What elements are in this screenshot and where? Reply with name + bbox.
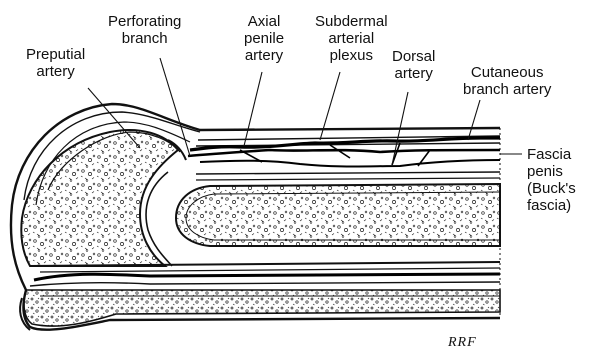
label-axial-penile-artery: Axial penile artery: [244, 13, 284, 64]
label-line: Subdermal: [315, 13, 388, 30]
corpus-spongiosum: [24, 290, 500, 326]
label-subdermal-arterial-plexus: Subdermal arterial plexus: [315, 13, 388, 64]
label-line: artery: [392, 65, 435, 82]
urethra: [34, 274, 500, 280]
label-fascia-penis: Fascia penis (Buck's fascia): [527, 146, 576, 214]
label-line: artery: [244, 47, 284, 64]
label-preputial-artery: Preputial artery: [26, 46, 85, 80]
label-line: (Buck's: [527, 180, 576, 197]
label-line: Preputial: [26, 46, 85, 63]
label-line: penis: [527, 163, 576, 180]
label-line: fascia): [527, 197, 576, 214]
label-line: Cutaneous: [463, 64, 551, 81]
label-line: branch: [108, 30, 181, 47]
label-line: plexus: [315, 47, 388, 64]
label-line: Perforating: [108, 13, 181, 30]
artist-signature: RRF: [447, 335, 477, 350]
label-line: artery: [26, 63, 85, 80]
label-perforating-branch: Perforating branch: [108, 13, 181, 47]
label-line: Fascia: [527, 146, 576, 163]
label-line: arterial: [315, 30, 388, 47]
axial-penile-artery-vessel: [188, 150, 500, 156]
label-dorsal-artery: Dorsal artery: [392, 48, 435, 82]
label-line: branch artery: [463, 81, 551, 98]
dorsal-artery-vessel: [200, 160, 500, 167]
fascia-penis-line: [196, 172, 500, 174]
label-line: Axial: [244, 13, 284, 30]
label-line: penile: [244, 30, 284, 47]
label-line: Dorsal: [392, 48, 435, 65]
label-cutaneous-branch-artery: Cutaneous branch artery: [463, 64, 551, 98]
